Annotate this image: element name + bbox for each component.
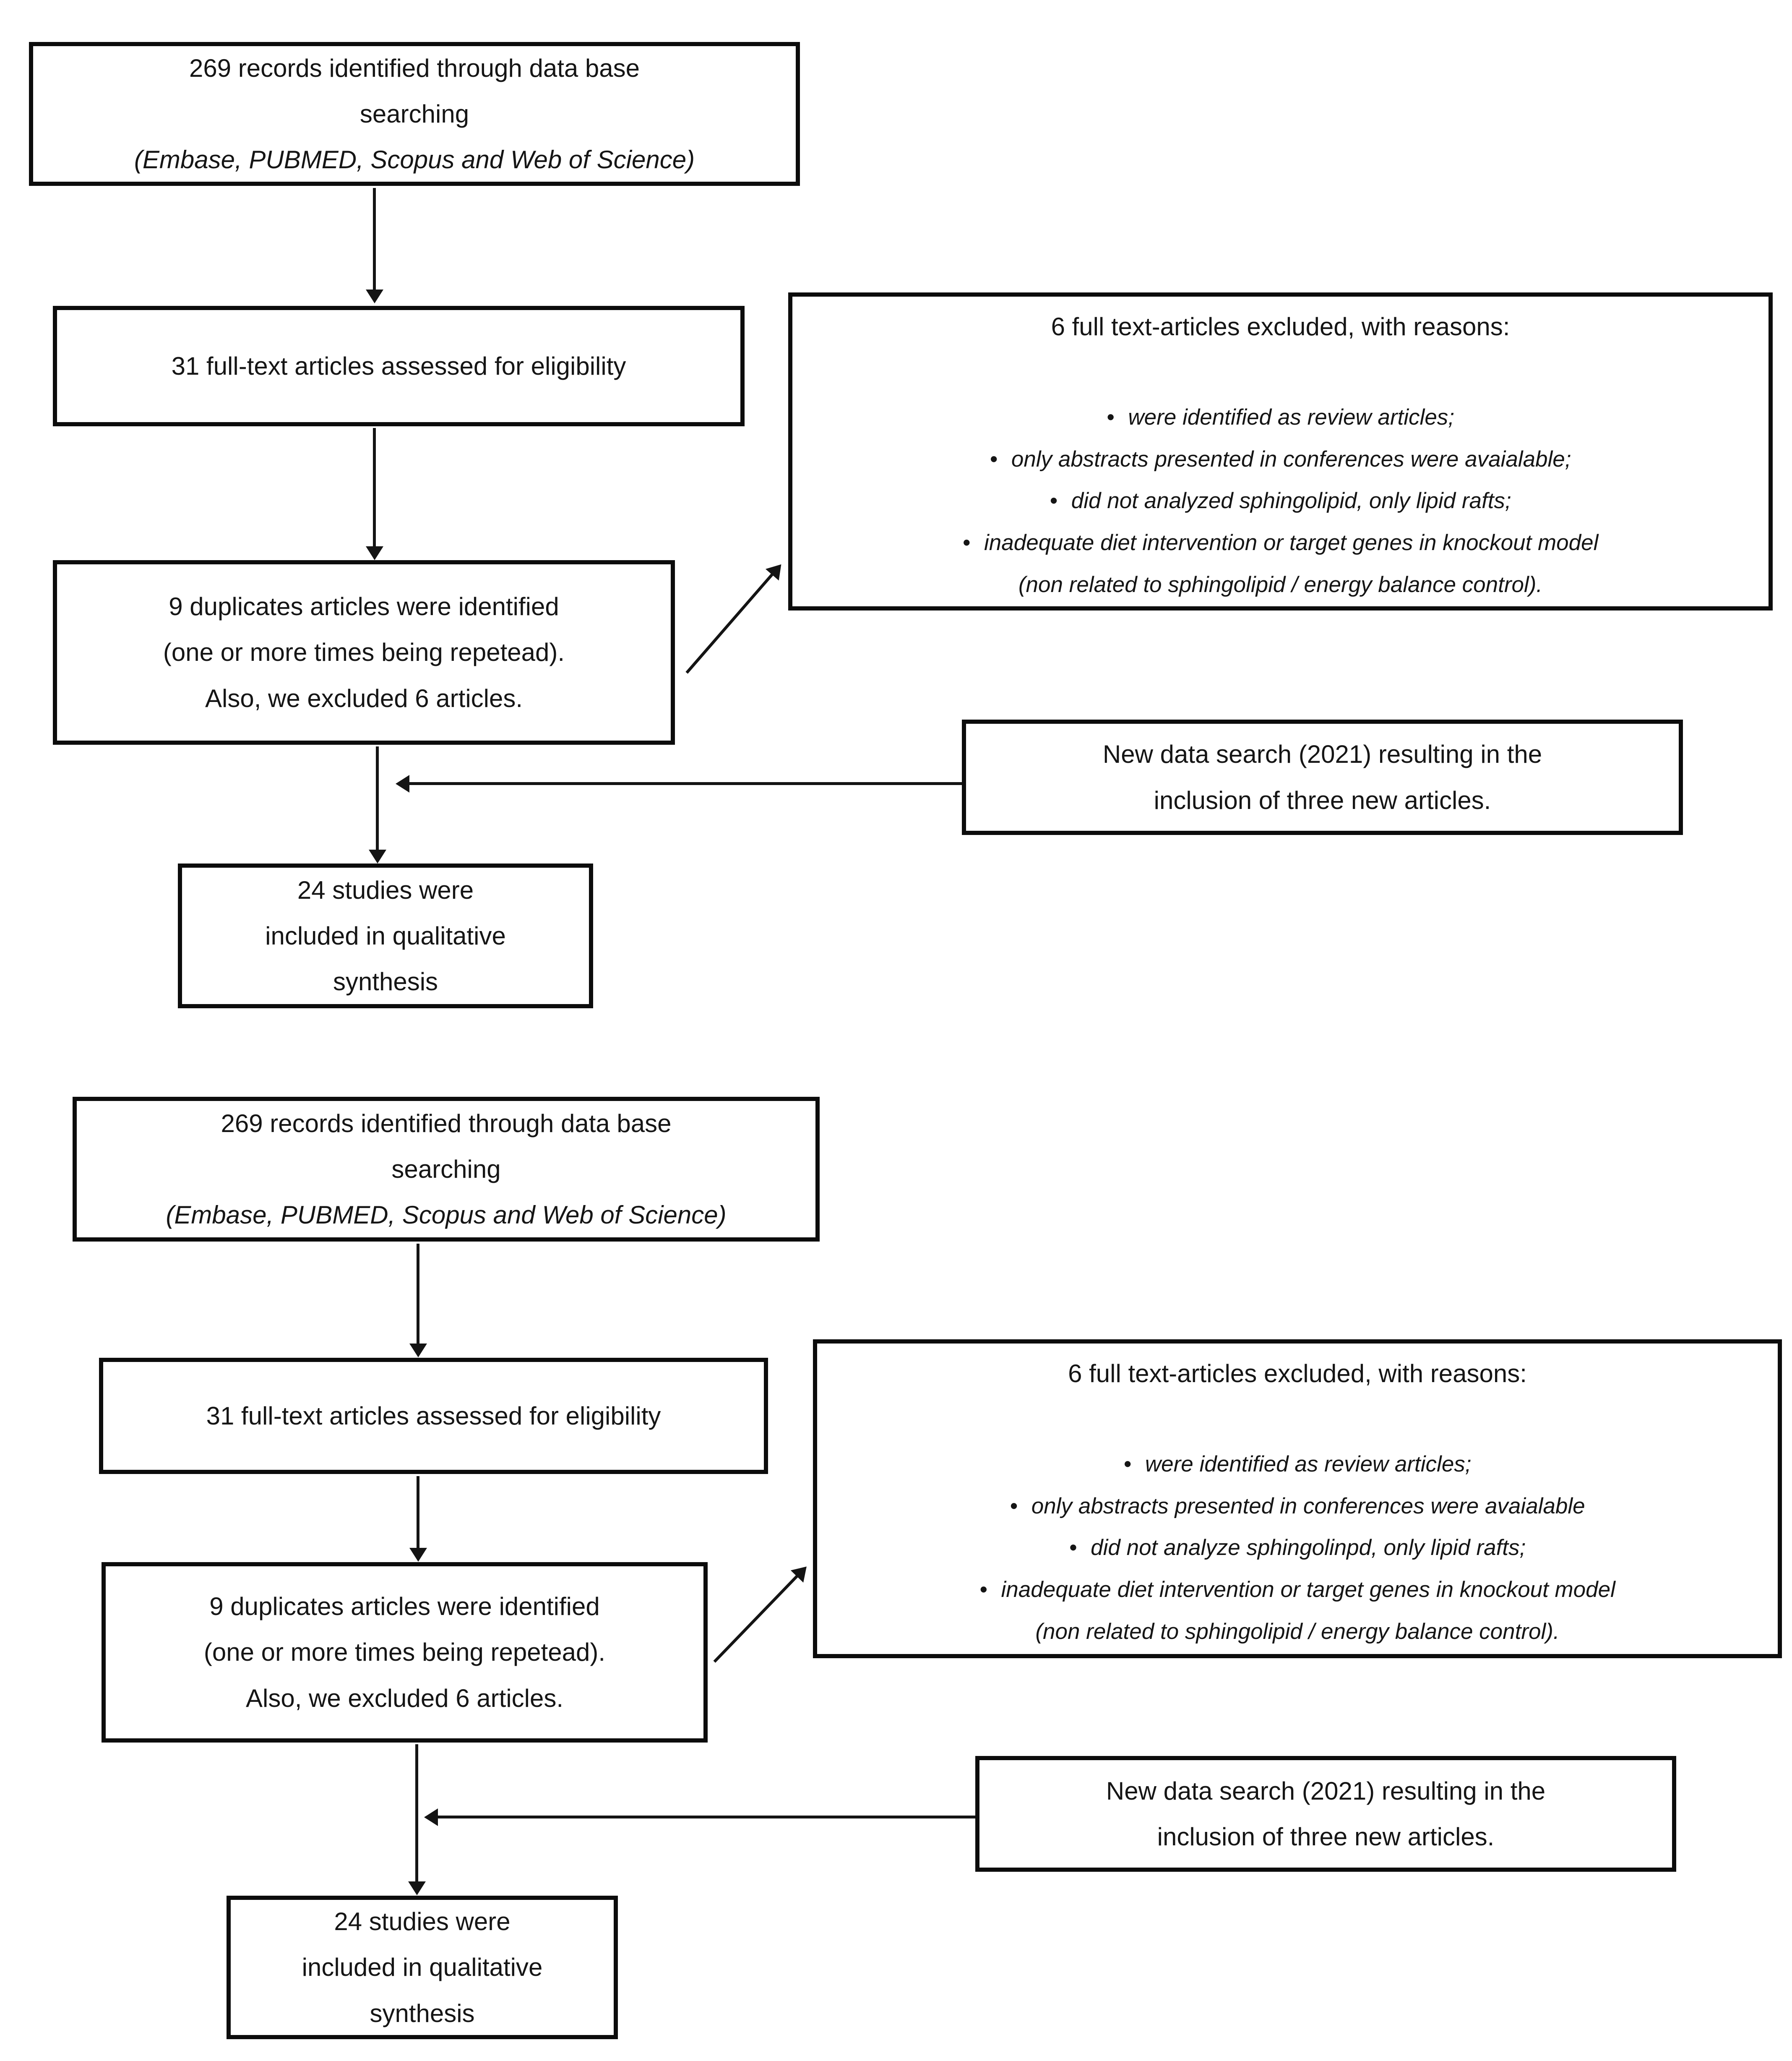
new-data-search-box: New data search (2021) resulting in the … [975,1756,1676,1872]
arrow-new-search-to-flow [437,1816,975,1818]
arrow-duplicates-to-included [415,1744,418,1882]
excluded-bullet-text: did not analyze sphingolinpd, only lipid… [817,1527,1778,1569]
duplicates-line-2: (one or more times being repetead). [163,638,565,667]
duplicates-line-3: Also, we excluded 6 articles. [205,684,523,712]
excluded-title: 6 full text-articles excluded, with reas… [1068,1359,1527,1388]
included-line-3: synthesis [370,1999,475,2027]
records-line-1: 269 records identified through data base [189,54,640,82]
excluded-bullet: inadequate diet intervention or target g… [792,522,1769,605]
excluded-bullet-list: were identified as review articles; only… [817,1443,1778,1652]
excluded-bullet: did not analyze sphingolinpd, only lipid… [817,1527,1778,1569]
new-data-search-box: New data search (2021) resulting in the … [962,720,1683,835]
excluded-bullet: only abstracts presented in conferences … [817,1485,1778,1527]
excluded-bullet: only abstracts presented in conferences … [792,438,1769,480]
records-line-2: searching [359,99,469,128]
duplicates-box: 9 duplicates articles were identified (o… [102,1562,708,1743]
excluded-bullet: were identified as review articles; [792,397,1769,438]
arrow-duplicates-to-excluded [685,573,774,674]
included-line-2: included in qualitative [302,1953,543,1982]
records-identified-box: 269 records identified through data base… [73,1097,820,1242]
duplicates-line-2: (one or more times being repetead). [203,1638,606,1667]
eligibility-text: 31 full-text articles assessed for eligi… [171,352,626,380]
records-line-1: 269 records identified through data base [221,1109,672,1137]
arrow-duplicates-to-excluded [713,1575,799,1663]
excluded-bullet-text: did not analyzed sphingolipid, only lipi… [792,480,1769,522]
excluded-bullet: did not analyzed sphingolipid, only lipi… [792,480,1769,522]
duplicates-line-1: 9 duplicates articles were identified [169,592,559,621]
included-line-3: synthesis [333,968,438,996]
excluded-bullet: were identified as review articles; [817,1443,1778,1485]
duplicates-box: 9 duplicates articles were identified (o… [53,560,675,745]
included-line-1: 24 studies were [334,1907,511,1936]
included-line-2: included in qualitative [265,921,506,950]
excluded-bullet: inadequate diet intervention or target g… [817,1569,1778,1652]
arrow-new-search-to-flow [409,782,962,785]
new-search-line-2: inclusion of three new articles. [1157,1823,1495,1851]
excluded-reasons-box: 6 full text-articles excluded, with reas… [813,1339,1782,1658]
included-studies-box: 24 studies were included in qualitative … [178,864,593,1008]
excluded-bullet-text: only abstracts presented in conferences … [817,1485,1778,1527]
excluded-title: 6 full text-articles excluded, with reas… [1051,313,1510,341]
eligibility-text: 31 full-text articles assessed for eligi… [206,1401,661,1430]
excluded-bullet-text: were identified as review articles; [792,397,1769,438]
arrow-records-to-eligibility [417,1244,419,1344]
new-search-line-1: New data search (2021) resulting in the [1102,740,1542,769]
arrow-records-to-eligibility [373,188,376,290]
excluded-bullet-text: inadequate diet intervention or target g… [792,522,1769,564]
duplicates-line-3: Also, we excluded 6 articles. [245,1684,564,1712]
records-line-3: (Embase, PUBMED, Scopus and Web of Scien… [166,1201,727,1229]
arrow-eligibility-to-duplicates [417,1476,419,1549]
records-line-3: (Embase, PUBMED, Scopus and Web of Scien… [134,146,695,174]
excluded-bullet-text-cont: (non related to sphingolipid / energy ba… [1035,1619,1560,1644]
excluded-bullet-text-cont: (non related to sphingolipid / energy ba… [1018,572,1543,597]
excluded-bullet-list: were identified as review articles; only… [792,397,1769,605]
records-line-2: searching [391,1155,501,1183]
records-identified-box: 269 records identified through data base… [29,42,800,186]
new-search-line-1: New data search (2021) resulting in the [1106,1777,1546,1805]
eligibility-box: 31 full-text articles assessed for eligi… [99,1358,768,1474]
excluded-bullet-text: were identified as review articles; [817,1443,1778,1485]
arrow-duplicates-to-included [376,746,379,850]
excluded-bullet-text: only abstracts presented in conferences … [792,438,1769,480]
excluded-bullet-text: inadequate diet intervention or target g… [817,1569,1778,1611]
duplicates-line-1: 9 duplicates articles were identified [209,1592,600,1621]
eligibility-box: 31 full-text articles assessed for eligi… [53,306,745,426]
arrow-eligibility-to-duplicates [373,428,376,547]
included-studies-box: 24 studies were included in qualitative … [227,1896,618,2039]
included-line-1: 24 studies were [297,876,474,904]
excluded-reasons-box: 6 full text-articles excluded, with reas… [788,292,1773,610]
new-search-line-2: inclusion of three new articles. [1154,786,1491,814]
